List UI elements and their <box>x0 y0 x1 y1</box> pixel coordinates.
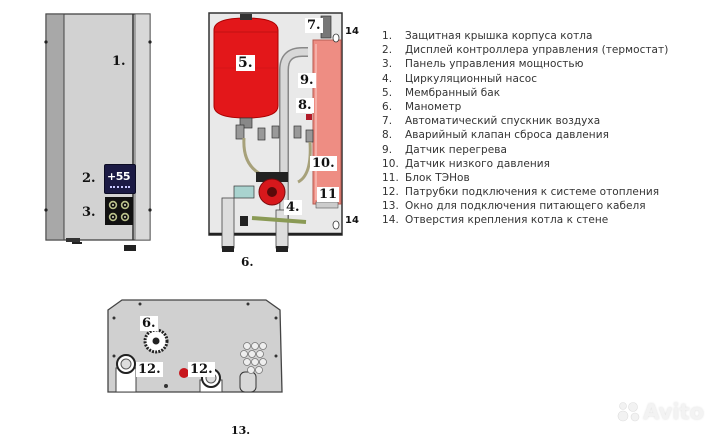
legend-number: 5. <box>382 86 393 99</box>
legend-item: 11. Блок ТЭНов <box>382 171 718 185</box>
boiler-front-drawing <box>44 13 152 244</box>
legend-number: 14. <box>382 214 399 227</box>
callout-1: 1. <box>112 54 126 69</box>
legend-item: 7. Автоматический спускник воздуха <box>382 114 718 128</box>
callout-8: 8. <box>296 98 314 113</box>
legend-label: Манометр <box>405 100 462 113</box>
avito-logo-icon <box>617 402 640 422</box>
callout-9: 9. <box>298 73 316 88</box>
legend-label: Патрубки подключения к системе отопления <box>405 186 660 199</box>
internal-view: 5. 7. 9. 8. 10. 11 4. 6. 14 14 <box>206 10 359 268</box>
callout-2: 2. <box>82 171 96 186</box>
callout-14-bottom: 14 <box>345 215 359 226</box>
legend-label: Защитная крышка корпуса котла <box>405 30 593 42</box>
legend-item: 8. Аварийный клапан сброса давления <box>382 128 718 142</box>
legend-number: 4. <box>382 72 393 85</box>
callout-10: 10. <box>310 156 337 171</box>
front-foot-right <box>124 245 136 251</box>
legend-item: 2. Дисплей контроллера управления (термос… <box>382 43 718 57</box>
callout-12-left: 12. <box>136 362 163 377</box>
legend-number: 8. <box>382 129 393 142</box>
legend-label: Окно для подключения питающего кабеля <box>405 200 646 213</box>
legend-number: 2. <box>382 44 393 57</box>
legend-item: 10. Датчик низкого давления <box>382 157 718 171</box>
display-indicators <box>110 186 130 190</box>
legend-label: Отверстия крепления котла к стене <box>405 214 609 227</box>
thermostat-display: +55 <box>104 164 136 194</box>
bottom-view: 6. 12. 12. 13. <box>104 296 294 436</box>
legend-label: Датчик низкого давления <box>405 157 550 170</box>
front-view: 1. 2. 3. +55 <box>44 12 152 251</box>
legend-item: 13. Окно для подключения питающего кабеля <box>382 199 718 213</box>
legend-label: Циркуляционный насос <box>405 72 538 85</box>
legend-item: 14. Отверстия крепления котла к стене <box>382 213 718 227</box>
legend-label: Аварийный клапан сброса давления <box>405 129 609 142</box>
legend-number: 9. <box>382 143 393 156</box>
boiler-internal-drawing <box>208 12 343 252</box>
legend-label: Панель управления мощностью <box>405 58 584 71</box>
legend-label: Дисплей контроллера управления (термоста… <box>405 44 669 57</box>
legend-number: 6. <box>382 100 393 113</box>
legend-item: 1. Защитная крышка корпуса котла <box>382 29 718 43</box>
callout-13: 13. <box>231 424 251 437</box>
callout-12-right: 12. <box>188 362 215 377</box>
callout-6: 6. <box>241 255 254 269</box>
legend-item: 3. Панель управления мощностью <box>382 57 718 71</box>
legend-number: 10. <box>382 157 399 170</box>
legend-item: 4. Циркуляционный насос <box>382 72 718 86</box>
callout-5: 5. <box>236 55 255 71</box>
display-temperature: +55 <box>107 170 131 183</box>
callout-14-top: 14 <box>345 26 359 37</box>
legend-item: 9. Датчик перегрева <box>382 143 718 157</box>
legend-number: 12. <box>382 186 399 199</box>
callout-7: 7. <box>305 18 323 33</box>
legend-label: Мембранный бак <box>405 86 501 99</box>
legend-number: 1. <box>382 30 393 42</box>
legend-item: 12. Патрубки подключения к системе отопле… <box>382 185 718 199</box>
legend-label: Датчик перегрева <box>405 143 507 156</box>
legend-item: 5. Мембранный бак <box>382 86 718 100</box>
callout-11: 11 <box>317 187 340 202</box>
avito-watermark-text: Avito <box>643 400 704 424</box>
boiler-bottom-drawing <box>107 299 283 393</box>
legend-number: 3. <box>382 58 393 71</box>
legend-number: 11. <box>382 171 399 184</box>
callout-4: 4. <box>284 200 302 215</box>
legend-label: Автоматический спускник воздуха <box>405 115 601 128</box>
callout-6-bottom: 6. <box>140 316 158 331</box>
power-control-panel <box>105 197 133 225</box>
legend-number: 7. <box>382 115 393 128</box>
avito-watermark: Avito <box>617 400 704 424</box>
legend-item: 6. Манометр <box>382 100 718 114</box>
callout-3: 3. <box>82 205 96 220</box>
legend-number: 13. <box>382 200 399 213</box>
component-legend: 1. Защитная крышка корпуса котла 2. Диспле… <box>382 29 718 228</box>
legend-label: Блок ТЭНов <box>405 171 470 184</box>
